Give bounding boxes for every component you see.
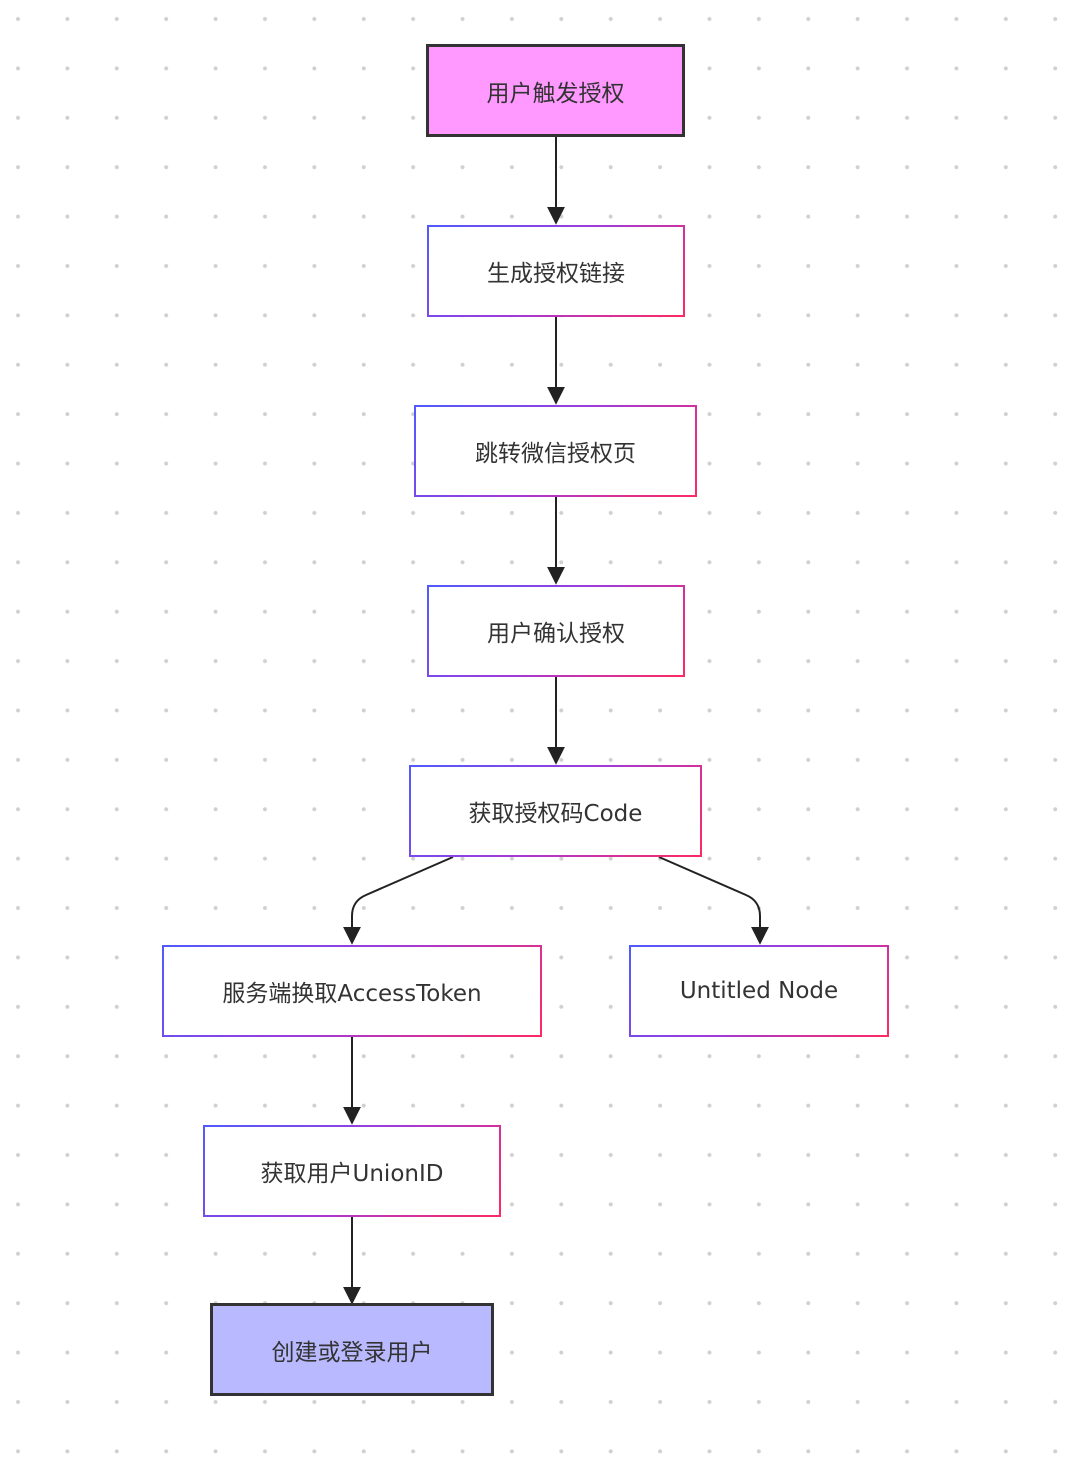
node-get-user-union-id[interactable]: 获取用户UnionID: [203, 1125, 501, 1217]
node-generate-auth-link[interactable]: 生成授权链接: [427, 225, 685, 317]
node-label: 用户触发授权: [486, 80, 625, 107]
node-label: 生成授权链接: [487, 261, 625, 287]
node-user-trigger-auth[interactable]: 用户触发授权: [426, 44, 685, 137]
node-create-or-login-user[interactable]: 创建或登录用户: [210, 1303, 494, 1396]
node-untitled[interactable]: Untitled Node: [629, 945, 889, 1037]
node-server-exchange-access-token[interactable]: 服务端换取AccessToken: [162, 945, 542, 1037]
node-label: 创建或登录用户: [271, 1339, 433, 1366]
node-label: 用户确认授权: [487, 621, 625, 647]
node-label: 跳转微信授权页: [475, 441, 636, 467]
node-label: 获取授权码Code: [468, 801, 643, 827]
edge-get-code-to-untitled-node: [658, 856, 769, 945]
node-get-auth-code[interactable]: 获取授权码Code: [409, 765, 702, 857]
node-label: Untitled Node: [679, 978, 839, 1004]
node-label: 服务端换取AccessToken: [222, 981, 482, 1007]
node-user-confirm-auth[interactable]: 用户确认授权: [427, 585, 685, 677]
node-redirect-wechat-auth-page[interactable]: 跳转微信授权页: [414, 405, 697, 497]
edge-get-code-to-access-token: [343, 856, 454, 945]
node-label: 获取用户UnionID: [260, 1161, 444, 1187]
